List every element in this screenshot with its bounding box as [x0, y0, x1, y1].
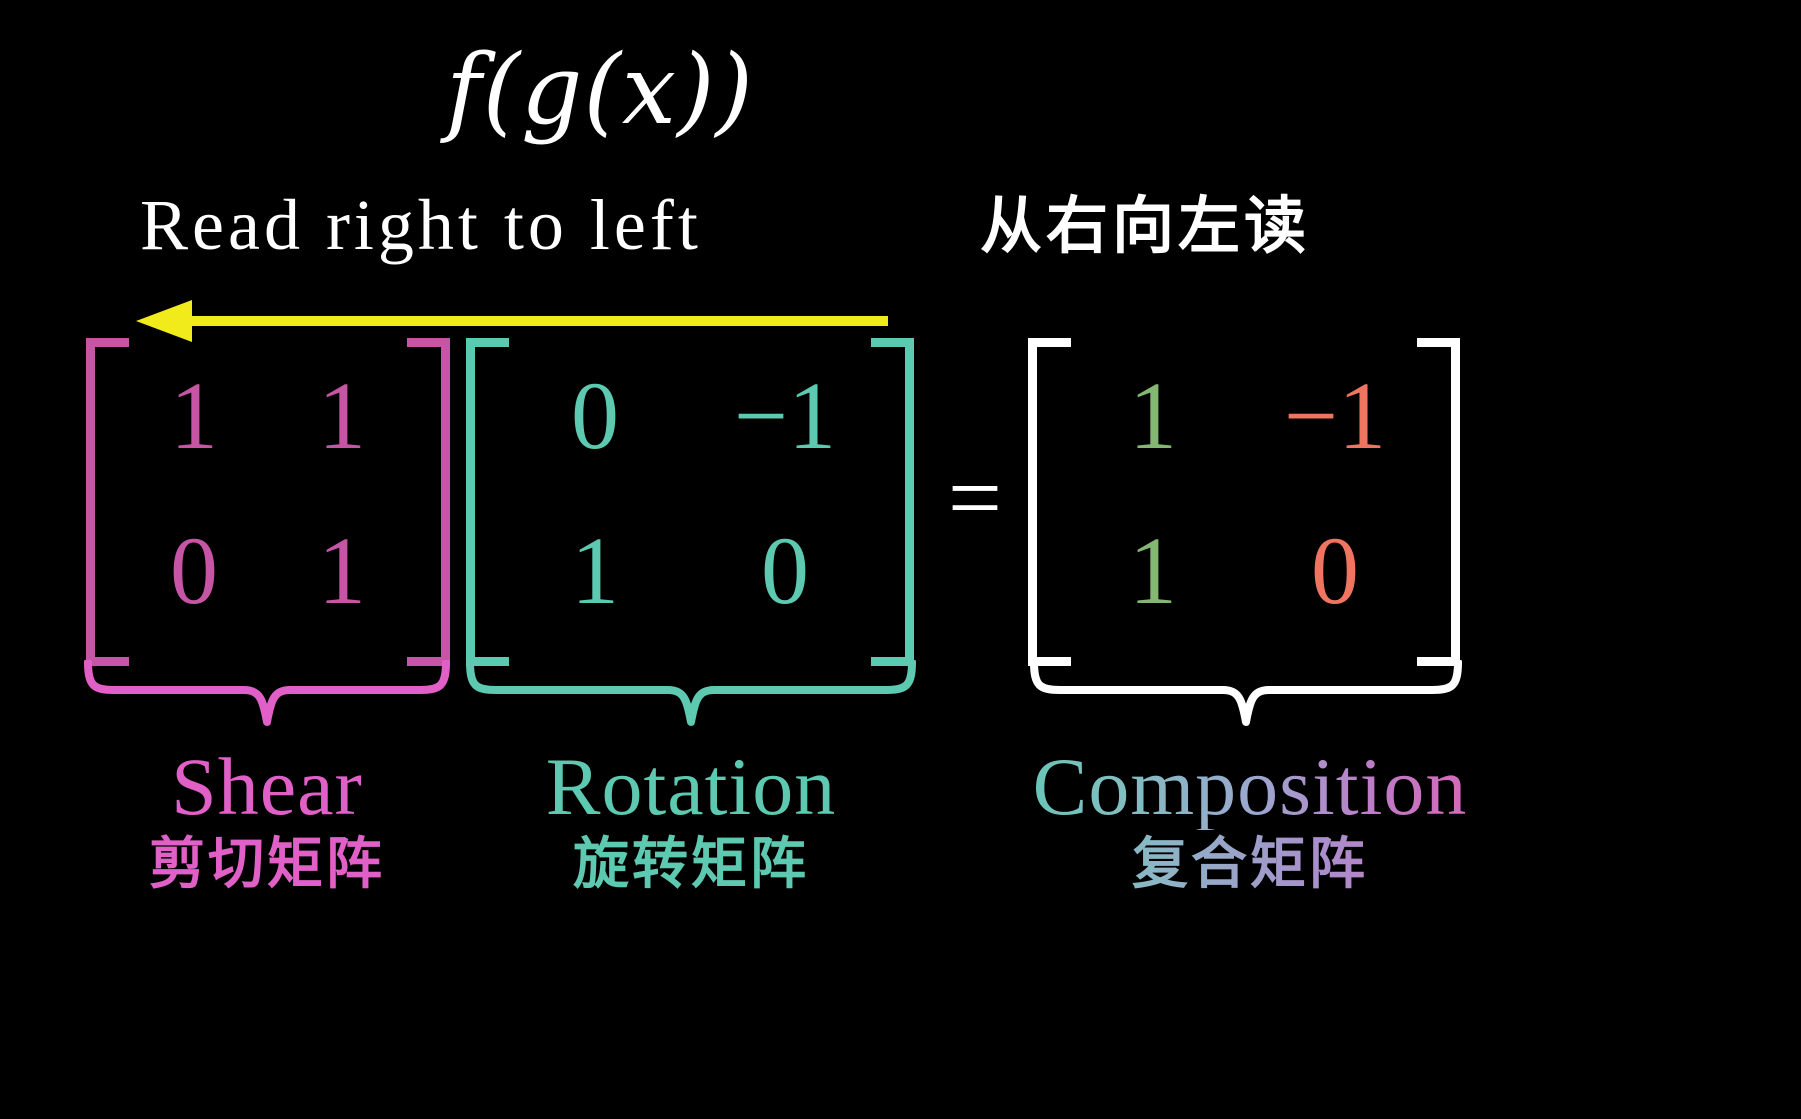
matrix-cell: 1 [170, 361, 218, 469]
label-group-rotation: Rotation 旋转矩阵 [456, 741, 926, 898]
reading-direction-note: Read right to left 从右向左读 [140, 182, 1700, 268]
formula-text: f(g(x)) [446, 34, 754, 146]
matrix-composition: 1 −1 1 0 [1028, 338, 1460, 666]
matrix-cell: 1 [318, 361, 366, 469]
composition-formula: f(g(x)) [0, 42, 1200, 138]
matrix-cells: 0 −1 1 0 [500, 338, 880, 648]
label-rotation-chinese: 旋转矩阵 [573, 832, 809, 898]
label-group-composition: Composition 复合矩阵 [970, 743, 1530, 896]
label-rotation-english: Rotation [545, 741, 837, 832]
label-composition-english: Composition [970, 743, 1530, 830]
label-composition-chinese: 复合矩阵 [970, 834, 1530, 896]
matrix-cell: 1 [1129, 361, 1177, 469]
matrix-cell: 1 [571, 516, 619, 624]
brace-rotation [466, 660, 916, 734]
reading-direction-english: Read right to left [140, 185, 702, 265]
matrix-cell: 1 [1129, 516, 1177, 624]
matrix-cell: −1 [1283, 361, 1387, 469]
label-group-shear: Shear 剪切矩阵 [84, 741, 450, 898]
matrix-shear: 1 1 0 1 [86, 338, 450, 666]
matrix-bracket-right [1417, 338, 1460, 666]
matrix-cells: 1 −1 1 0 [1062, 338, 1426, 648]
matrix-bracket-right [407, 338, 450, 666]
matrix-equation-row: 1 1 0 1 0 −1 1 0 = 1 −1 [0, 338, 1801, 666]
brace-composition [1030, 660, 1462, 734]
equals-sign: = [947, 444, 1003, 551]
matrix-cells: 1 1 0 1 [120, 338, 416, 648]
matrix-cell: 0 [761, 516, 809, 624]
matrix-cell: 0 [170, 516, 218, 624]
matrix-rotation: 0 −1 1 0 [466, 338, 914, 666]
matrix-cell: 0 [1311, 516, 1359, 624]
matrix-bracket-left [1028, 338, 1071, 666]
matrix-bracket-left [86, 338, 129, 666]
matrix-bracket-right [871, 338, 914, 666]
label-shear-english: Shear [171, 741, 363, 832]
left-arrow-icon [130, 298, 890, 344]
reading-direction-chinese: 从右向左读 [980, 189, 1311, 262]
matrix-cell: −1 [733, 361, 837, 469]
matrix-bracket-left [466, 338, 509, 666]
matrix-cell: 0 [571, 361, 619, 469]
label-shear-chinese: 剪切矩阵 [149, 832, 385, 898]
brace-shear [84, 660, 450, 734]
matrix-cell: 1 [318, 516, 366, 624]
